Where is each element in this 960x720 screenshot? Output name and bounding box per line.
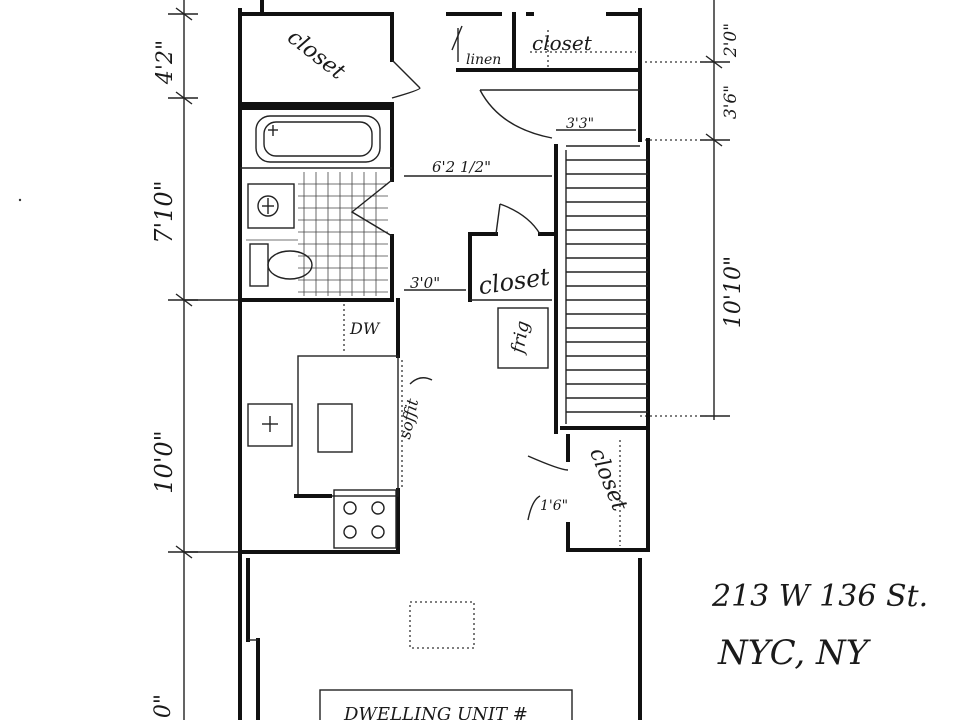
frig-label: frig [507, 319, 534, 357]
closet-middle [468, 203, 554, 302]
linen-closet [451, 12, 642, 72]
right-dimension-line [640, 0, 730, 420]
refrigerator-icon [497, 307, 549, 369]
bathroom-door-swing [350, 179, 393, 237]
bathroom-sink-icon [247, 183, 295, 229]
hall-door-swing [479, 89, 553, 139]
closet-top-left-label: closet [282, 25, 349, 85]
dim-right-second: 3'6" [721, 85, 741, 119]
closet-lower-right [527, 434, 650, 552]
kitchen [238, 298, 403, 554]
dwelling-unit-label-box [319, 689, 573, 720]
dim-closet-depth: 1'6" [540, 498, 568, 514]
bathroom-tile-floor [246, 172, 388, 296]
ceiling-fixture [409, 601, 475, 649]
closet-top-left [238, 12, 421, 106]
dim-left-top: 4'2" [153, 40, 178, 85]
address-city: NYC, NY [717, 633, 872, 673]
soffit-label: soffit [395, 396, 422, 440]
stove-icon [333, 489, 397, 549]
dim-left-kitchen: 10'0" [150, 430, 178, 493]
dim-left-bottom: 0" [151, 694, 176, 718]
soffit-arrow [409, 377, 433, 385]
closet-lower-right-label: closet [584, 444, 632, 514]
exterior-walls [238, 0, 650, 720]
dim-right-stair: 10'10" [721, 256, 746, 328]
dim-right-top: 2'0" [721, 23, 741, 58]
dim-hall-width: 6'2 1/2" [432, 158, 491, 176]
closet-middle-label: closet [477, 263, 552, 301]
dim-door-width: 3'0" [410, 274, 440, 292]
toilet-icon [249, 243, 313, 287]
bathtub-icon [255, 115, 381, 163]
dw-label: DW [349, 319, 381, 338]
stray-mark [18, 198, 22, 202]
address-street: 213 W 136 St. [711, 579, 928, 614]
left-dimension-line [168, 0, 240, 720]
dim-left-bath: 7'10" [150, 180, 178, 243]
closet-top-right-label: closet [532, 31, 593, 55]
dim-stair-width: 3'3" [566, 116, 594, 132]
linen-label: linen [466, 52, 501, 68]
staircase [554, 144, 650, 434]
dwelling-unit-label: DWELLING UNIT # [343, 704, 528, 720]
bathroom [238, 106, 394, 302]
